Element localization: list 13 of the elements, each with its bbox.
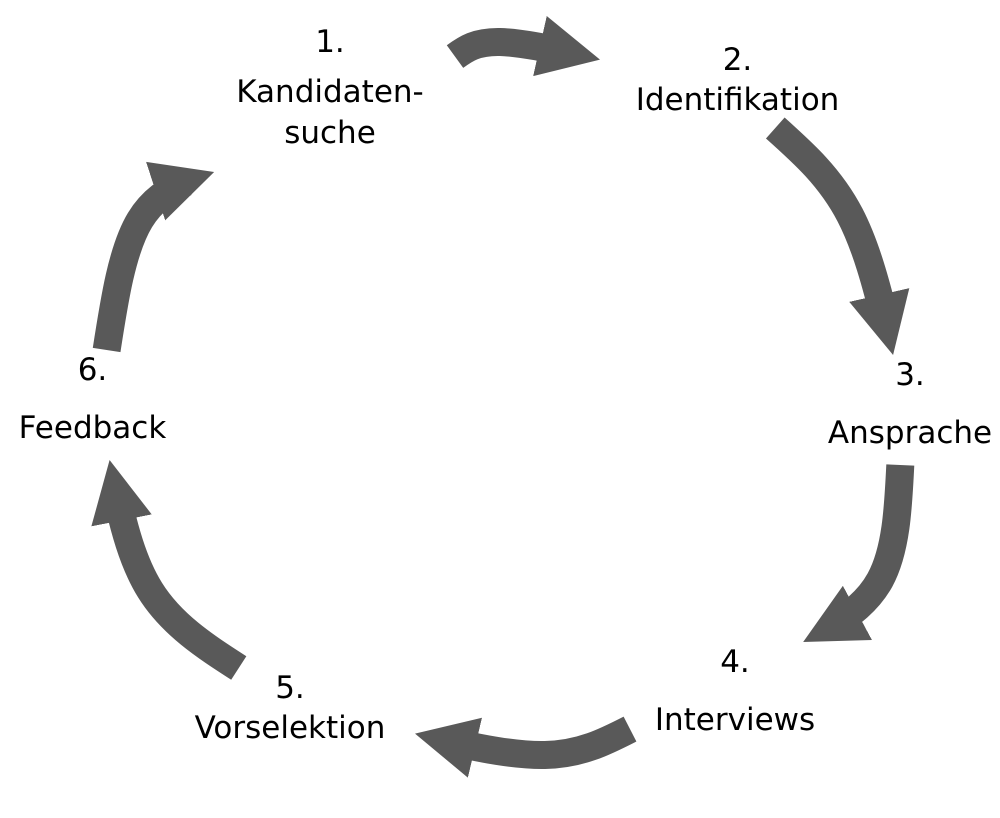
step-name: Vorselektion <box>194 709 386 748</box>
step-name: Feedback <box>18 409 166 448</box>
step-number: 1. <box>315 23 345 62</box>
step-number: 2. <box>722 41 752 80</box>
step-number: 3. <box>895 356 925 395</box>
step-number: 4. <box>720 643 750 682</box>
step-name: Identifikation <box>636 81 840 120</box>
curved-arrow <box>91 457 246 680</box>
step-number: 5. <box>275 669 305 708</box>
step-name: Kandidaten- suche <box>235 73 425 153</box>
step-name: Interviews <box>654 701 816 740</box>
step-name: Ansprache <box>828 414 992 454</box>
step-number: 6. <box>78 351 108 390</box>
